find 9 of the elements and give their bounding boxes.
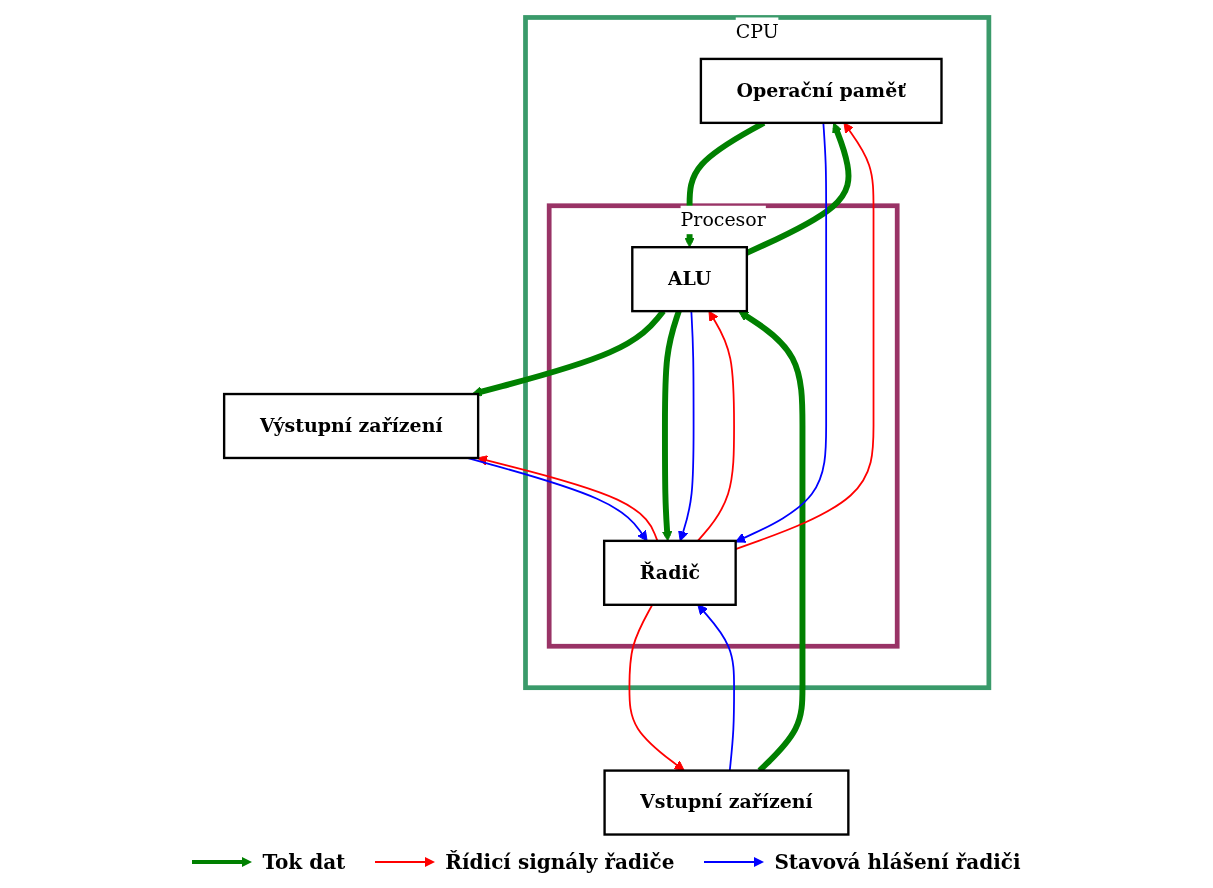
- legend-label: Tok dat: [262, 850, 346, 874]
- legend-label: Stavová hlášení řadiči: [774, 850, 1021, 874]
- node-box: Výstupní zařízení: [222, 392, 480, 460]
- legend-label: Řídicí signály řadiče: [445, 850, 675, 874]
- node-box: ALU: [631, 246, 749, 313]
- node-box: Řadič: [602, 539, 737, 606]
- node-box: Vstupní zařízení: [603, 769, 850, 836]
- arrow: [734, 122, 875, 550]
- node-box: Operační paměť: [699, 57, 943, 125]
